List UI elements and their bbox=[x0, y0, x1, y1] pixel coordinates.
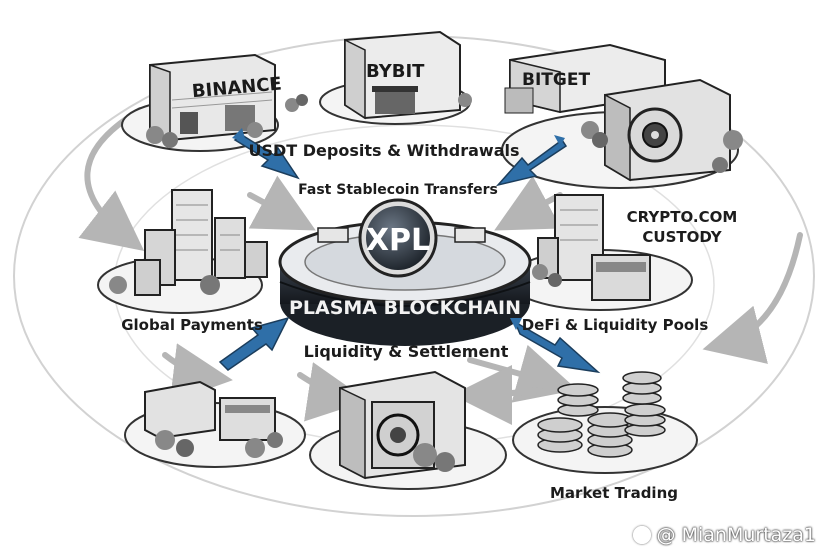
watermark-logo-icon bbox=[632, 526, 651, 544]
vault-safe-top-right bbox=[581, 78, 743, 182]
xpl-token-label: XPL bbox=[366, 223, 430, 258]
blue-arrow-binance bbox=[232, 128, 300, 180]
plasma-blockchain-label: PLASMA BLOCKCHAIN bbox=[289, 297, 521, 319]
watermark-text: @ MianMurtaza1 bbox=[656, 524, 816, 546]
blue-arrow-bitget bbox=[495, 135, 568, 187]
label-usdt-deposits: USDT Deposits & Withdrawals bbox=[248, 141, 519, 160]
global-payments-buildings bbox=[97, 189, 268, 314]
label-market-trading: Market Trading bbox=[550, 484, 678, 502]
bybit-sign: BYBIT bbox=[366, 61, 425, 82]
label-liquidity-settlement: Liquidity & Settlement bbox=[304, 342, 509, 361]
coin-stacks bbox=[512, 371, 698, 474]
blue-arrow-global-payments bbox=[218, 316, 290, 371]
label-defi-pools: DeFi & Liquidity Pools bbox=[522, 316, 709, 334]
label-global-payments: Global Payments bbox=[121, 316, 263, 334]
defi-buildings bbox=[507, 194, 693, 311]
vault-safe-bottom bbox=[309, 370, 507, 490]
label-custody-line1: CRYPTO.COM bbox=[627, 208, 738, 226]
label-fast-transfers: Fast Stablecoin Transfers bbox=[298, 182, 498, 198]
watermark: @ MianMurtaza1 bbox=[632, 524, 816, 546]
blue-arrow-defi bbox=[510, 318, 601, 374]
label-custody-line2: CUSTODY bbox=[642, 228, 722, 246]
warehouse-buildings bbox=[124, 380, 306, 468]
bybit-building: BYBIT bbox=[319, 30, 472, 125]
binance-building: BINANCE bbox=[121, 53, 308, 152]
xpl-coin bbox=[358, 198, 438, 278]
bitget-sign: BITGET bbox=[522, 70, 590, 90]
